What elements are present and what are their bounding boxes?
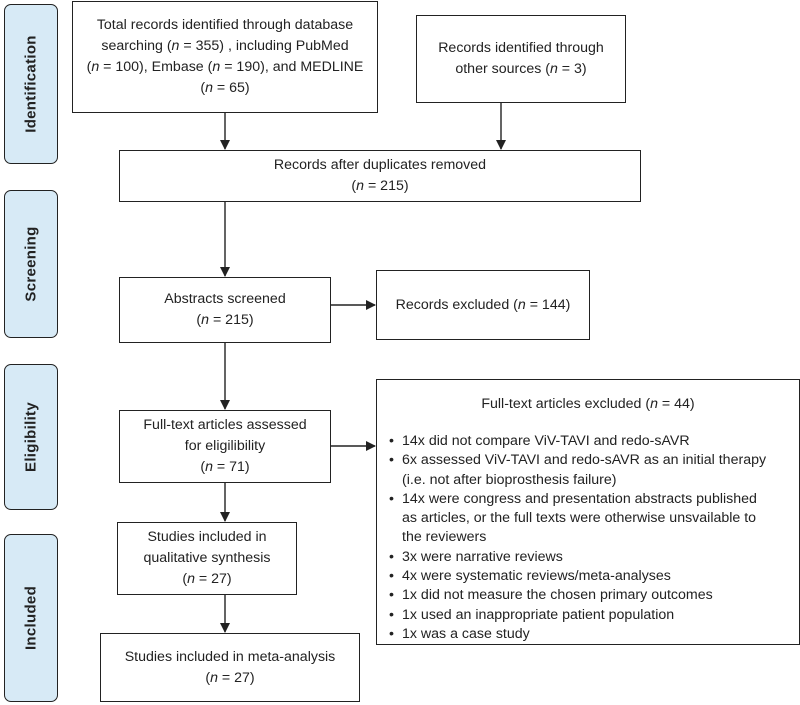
database-records-line1: Total records identified through databas… [96,17,354,33]
phase-included: Included [4,534,58,702]
records-excluded-line1: Records excluded (n = 144) [395,296,571,313]
database-records-line3: (n = 100), Embase (n = 190), and MEDLINE [86,59,364,75]
qualitative-synthesis-box: Studies included in qualitative synthesi… [117,522,297,595]
phase-screening: Screening [4,190,58,338]
exclusion-reason: 1x used an inappropriate patient populat… [389,606,766,626]
duplicates-removed-box: Records after duplicates removed (n = 21… [119,150,641,202]
exclusion-reason: 6x assessed ViV-TAVI and redo-sAVR as an… [389,451,766,490]
abstracts-screened-line2: (n = 215) [196,312,254,328]
exclusion-reason-line: the reviewers [402,529,487,546]
meta-analysis-line2: (n = 27) [205,669,255,686]
exclusion-reason-line: 1x was a case study [402,625,530,642]
duplicates-removed-line2: (n = 215) [351,178,409,194]
fulltext-excluded-title: Full-text articles excluded (n = 44) [481,396,695,412]
fulltext-excluded-box: Full-text articles excluded (n = 44) 14x… [376,379,800,645]
meta-analysis-box: Studies included in meta-analysis (n = 2… [100,633,360,702]
exclusion-reasons-list: 14x did not compare ViV-TAVI and redo-sA… [389,432,766,645]
exclusion-reason: 3x were narrative reviews [389,548,766,568]
qualitative-line2: qualitative synthesis [143,550,271,566]
database-records-box: Total records identified through databas… [72,1,378,113]
exclusion-reason: 4x were systematic reviews/meta-analyses [389,567,766,587]
other-sources-line1: Records identified through [438,40,604,56]
exclusion-reason-line: 14x were congress and presentation abstr… [402,490,757,507]
exclusion-reason-line: 6x assessed ViV-TAVI and redo-sAVR as an… [402,452,767,469]
qualitative-line3: (n = 27) [182,571,232,587]
database-records-line2: searching (n = 355) , including PubMed [101,38,349,54]
records-excluded-box: Records excluded (n = 144) [376,270,590,340]
phase-eligibility: Eligibility [4,364,58,510]
fulltext-assessed-box: Full-text articles assessed for eligilib… [119,410,331,483]
exclusion-reason: 1x was a case study [389,625,766,645]
exclusion-reason: 1x did not measure the chosen primary ou… [389,586,766,606]
abstracts-screened-line1: Abstracts screened [164,291,286,307]
duplicates-removed-line1: Records after duplicates removed [273,157,487,173]
exclusion-reason-line: 4x were systematic reviews/meta-analyses [402,568,671,585]
other-sources-line2: other sources (n = 3) [455,61,587,77]
exclusion-reason: 14x were congress and presentation abstr… [389,490,766,548]
database-records-line4: (n = 65) [200,80,250,96]
meta-analysis-line1: Studies included in meta-analysis [124,648,336,665]
fulltext-assessed-line3: (n = 71) [200,459,250,475]
exclusion-reason-line: 1x did not measure the chosen primary ou… [402,587,713,604]
phase-identification: Identification [4,4,58,164]
exclusion-reason-line: 1x used an inappropriate patient populat… [402,606,675,623]
exclusion-reason-line: as articles, or the full texts were othe… [402,510,757,527]
exclusion-reason: 14x did not compare ViV-TAVI and redo-sA… [389,432,766,452]
other-sources-box: Records identified through other sources… [416,15,626,103]
qualitative-line1: Studies included in [147,529,267,545]
exclusion-reason-line: 14x did not compare ViV-TAVI and redo-sA… [402,433,690,449]
exclusion-reason-line: 3x were narrative reviews [402,548,563,565]
fulltext-assessed-line1: Full-text articles assessed [143,417,307,433]
fulltext-assessed-line2: for eligilibility [184,438,266,454]
abstracts-screened-box: Abstracts screened (n = 215) [119,277,331,343]
exclusion-reason-line: (i.e. not after bioprosthesis failure) [402,471,617,488]
